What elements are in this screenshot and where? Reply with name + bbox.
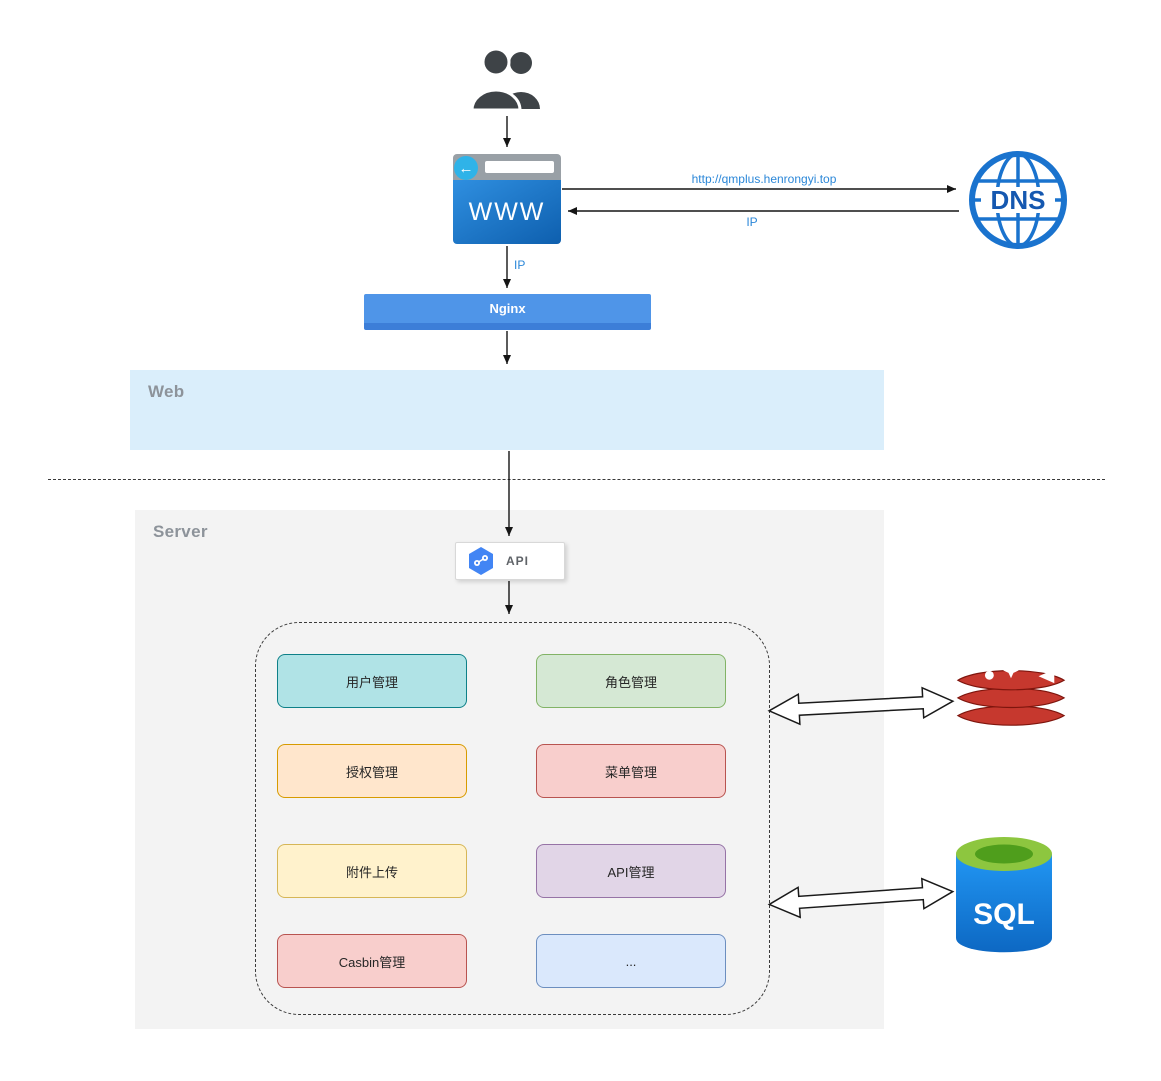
api-label: API: [506, 554, 530, 568]
web-zone-label: Web: [148, 382, 185, 401]
redis-star-mark: [1003, 662, 1019, 679]
edge-label-ip-nginx: IP: [514, 258, 526, 272]
redis-icon: [956, 662, 1066, 726]
double-arrow-modules-redis: [767, 686, 955, 726]
redis-triangle-mark: [1038, 669, 1055, 684]
tier-separator-line: [48, 479, 1105, 480]
redis-circle-mark: [984, 670, 994, 680]
sql-database-icon: SQL: [956, 837, 1052, 953]
browser-label: WWW: [468, 197, 546, 226]
module-role-management: 角色管理: [536, 654, 726, 708]
nginx-node: Nginx: [364, 294, 651, 330]
module-label: 附件上传: [345, 864, 398, 880]
edge-label-ip-dns: IP: [746, 215, 758, 229]
sql-label: SQL: [973, 898, 1035, 931]
double-arrow-modules-sql: [767, 877, 955, 919]
module-label: Casbin管理: [338, 954, 406, 970]
dns-label: DNS: [991, 185, 1046, 215]
module-menu-management: 菜单管理: [536, 744, 726, 798]
api-hexagon-icon: [469, 547, 493, 575]
edge-label-url: http://qmplus.henrongyi.top: [691, 172, 837, 186]
module-api-management: API管理: [536, 844, 726, 898]
api-node: API: [455, 542, 565, 580]
module-authorization-management: 授权管理: [277, 744, 467, 798]
module-label: 角色管理: [604, 674, 657, 690]
module-label: 用户管理: [345, 674, 398, 690]
module-label: 菜单管理: [604, 764, 657, 780]
web-zone: Web: [130, 370, 884, 450]
dns-globe-icon: DNS: [969, 151, 1067, 249]
module-label: ...: [625, 953, 637, 969]
nginx-label: Nginx: [489, 301, 526, 316]
users-icon: [470, 48, 540, 112]
module-more: ...: [536, 934, 726, 988]
module-attachment-upload: 附件上传: [277, 844, 467, 898]
server-zone-label: Server: [153, 522, 208, 541]
module-label: 授权管理: [345, 764, 398, 780]
module-casbin-management: Casbin管理: [277, 934, 467, 988]
browser-window: ← WWW: [453, 154, 561, 244]
modules-group-boundary: [255, 622, 770, 1015]
module-label: API管理: [607, 864, 655, 880]
dns-text-band: [981, 187, 1055, 213]
back-arrow-icon: ←: [454, 156, 478, 180]
browser-body: WWW: [453, 180, 561, 244]
browser-address-bar: [485, 161, 554, 173]
module-user-management: 用户管理: [277, 654, 467, 708]
